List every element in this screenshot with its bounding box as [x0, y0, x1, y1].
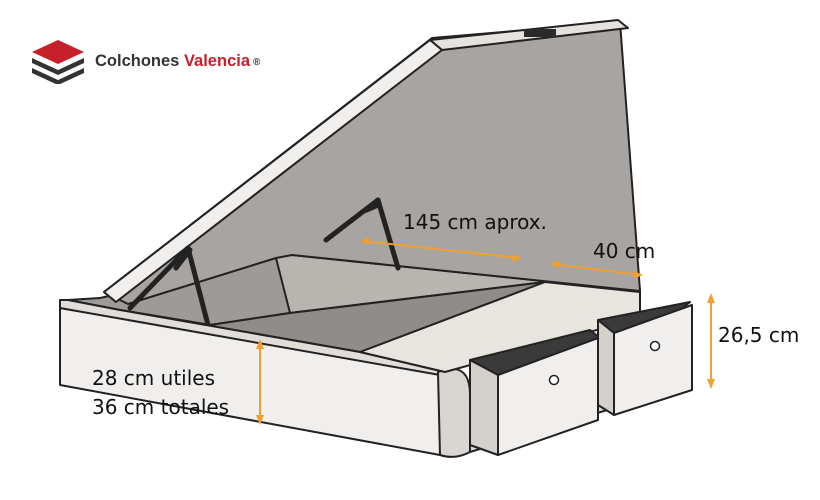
dimension-arrows: [256, 237, 715, 425]
arrow-drawer-depth: [551, 263, 642, 276]
lid-handle: [524, 29, 556, 37]
logo-stack-icon: [32, 40, 84, 84]
drawer-knob-icon: [548, 374, 560, 386]
lift-mechanism: [127, 197, 401, 328]
drawer-1-side: [469, 359, 499, 456]
label-total-height: 36 cm totales: [92, 395, 230, 419]
corner-post: [437, 367, 471, 458]
drawer-2-side: [597, 319, 615, 416]
brand-name-part1: Colchones: [95, 52, 180, 70]
label-lid-length: 145 cm aprox.: [403, 210, 547, 234]
brand-name-part2: Valencia: [183, 52, 251, 70]
drawer-knob-icon: [649, 340, 661, 352]
arrow-lid-length: [361, 240, 521, 259]
brand-logo-text: Colchones Valencia®: [95, 52, 260, 71]
lid-underside: [103, 21, 641, 305]
label-drawer-depth: 40 cm: [593, 239, 656, 263]
registered-mark: ®: [253, 57, 261, 68]
drawer-top-panel: [359, 281, 641, 373]
label-useful-height: 28 cm utiles: [92, 366, 215, 390]
lid-side-edge: [103, 39, 443, 303]
label-drawer-height: 26,5 cm: [718, 323, 800, 347]
